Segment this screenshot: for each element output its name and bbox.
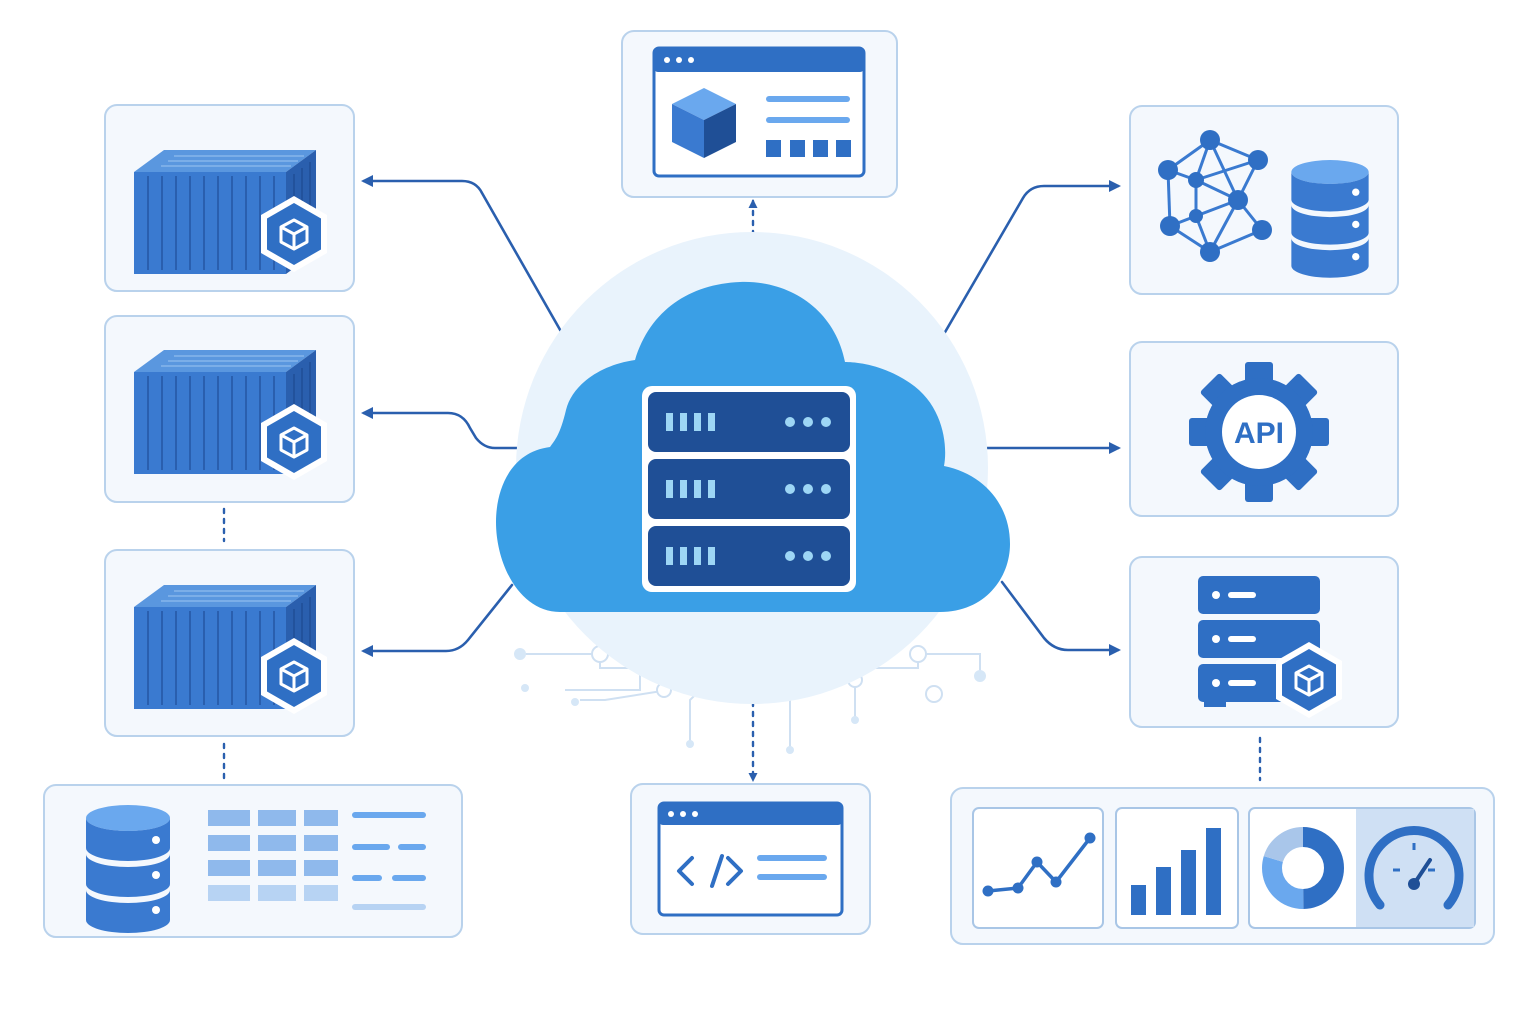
- bar-chart-panel: [1115, 807, 1239, 929]
- database-table-card[interactable]: [43, 784, 463, 938]
- line-chart-panel: [972, 807, 1104, 929]
- donut-gauge-panel: [1248, 807, 1476, 929]
- code-window-card[interactable]: [630, 783, 871, 935]
- donut-chart-icon: [1262, 827, 1344, 909]
- network-graph-icon: [1158, 130, 1272, 262]
- container-card-3[interactable]: [104, 549, 355, 737]
- api-card[interactable]: API: [1129, 341, 1399, 517]
- database-icon: [1291, 160, 1369, 278]
- database-icon: [86, 805, 170, 933]
- bar-chart-icon: [1131, 828, 1221, 915]
- table-grid-icon: [208, 810, 338, 901]
- container-card-2[interactable]: [104, 315, 355, 503]
- arrow-to-container-1: [361, 175, 577, 359]
- cube-icon: [672, 88, 736, 158]
- dashboard-card[interactable]: [950, 787, 1495, 945]
- api-label: API: [1234, 417, 1284, 450]
- server-stack-card[interactable]: [1129, 556, 1399, 728]
- text-lines-icon: [352, 812, 426, 910]
- arrow-to-network-db: [928, 180, 1121, 361]
- top-window-card[interactable]: [621, 30, 898, 198]
- line-chart-icon: [982, 832, 1096, 897]
- arrow-to-container-2: [361, 407, 532, 450]
- network-database-card[interactable]: [1129, 105, 1399, 295]
- code-brackets-icon: [657, 801, 844, 917]
- gear-icon: [1189, 362, 1329, 502]
- server-rack-icon: [642, 386, 856, 592]
- speedometer-icon: [1364, 826, 1464, 910]
- connectors: [222, 175, 1262, 782]
- arrow-to-container-3: [361, 583, 514, 657]
- container-card-1[interactable]: [104, 104, 355, 292]
- arrow-to-server-stack: [1000, 580, 1121, 656]
